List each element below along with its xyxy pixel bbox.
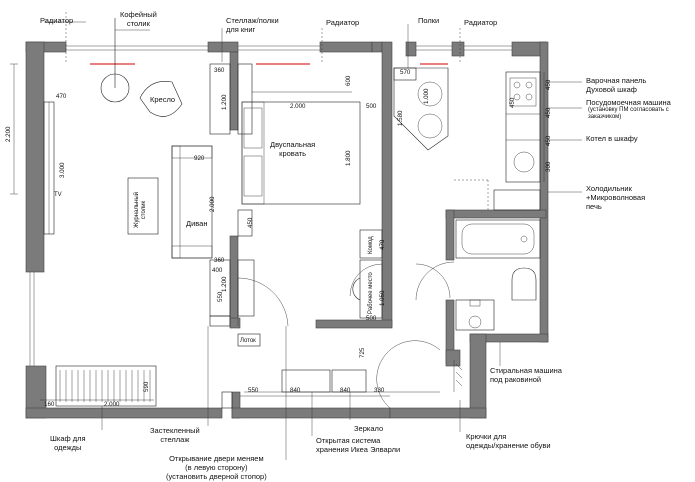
living-room bbox=[43, 18, 289, 409]
label-dishwasher: Посудомоечная машина bbox=[586, 98, 671, 107]
dim-450k1: 450 bbox=[545, 79, 552, 90]
dim-500b: 500 bbox=[366, 315, 377, 322]
leader-lines bbox=[44, 21, 582, 460]
dim-450k2: 450 bbox=[545, 107, 552, 118]
dim-2000a: 2.000 bbox=[209, 196, 216, 212]
label-dishwasher-note: (установку ПМ согласовать с заказчиком) bbox=[588, 107, 669, 120]
label-wardrobe: Шкаф для одежды bbox=[50, 434, 86, 452]
dim-1800: 1.800 bbox=[345, 150, 352, 166]
dim-570: 570 bbox=[400, 69, 411, 76]
dim-300: 300 bbox=[545, 161, 552, 172]
label-open-storage: Открытая система хранения Икеа Элварли bbox=[316, 436, 401, 454]
dim-400: 400 bbox=[212, 267, 223, 274]
windows bbox=[29, 45, 512, 366]
dim-3000: 3.000 bbox=[59, 162, 66, 178]
label-shelves-books: Стеллаж/полки для книг bbox=[226, 16, 279, 34]
dim-160: 160 bbox=[44, 401, 55, 408]
dim-450k4: 450 bbox=[509, 97, 516, 108]
dim-550b: 550 bbox=[248, 387, 259, 394]
dresser-label: Комод bbox=[368, 236, 374, 254]
kitchen bbox=[393, 67, 541, 299]
armchair-label: Кресло bbox=[150, 95, 175, 104]
label-mirror: Зеркало bbox=[354, 424, 384, 433]
dim-500a: 500 bbox=[366, 103, 377, 110]
dim-1580: 1.580 bbox=[397, 110, 404, 126]
dim-470a: 470 bbox=[56, 93, 67, 100]
dim-360a: 360 bbox=[214, 67, 225, 74]
dim-2200: 2.200 bbox=[5, 126, 12, 142]
label-cooktop: Варочная панель Духовой шкаф bbox=[586, 76, 647, 94]
dim-1200b: 1.200 bbox=[221, 276, 228, 292]
bathroom bbox=[415, 219, 541, 331]
dimension-lines bbox=[10, 63, 545, 401]
workplace-label: Рабочее место bbox=[368, 272, 374, 314]
label-coffee-table: Кофейный столик bbox=[120, 10, 157, 28]
label-radiator-3: Радиатор bbox=[464, 18, 498, 27]
room-labels: Кресло Диван TV Лоток Рабочее место Комо… bbox=[54, 95, 374, 344]
lotok-label: Лоток bbox=[240, 338, 256, 344]
dim-1000: 1.000 bbox=[423, 88, 430, 104]
dim-330: 330 bbox=[374, 387, 385, 394]
sofa-label: Диван bbox=[186, 219, 207, 228]
dim-725: 725 bbox=[359, 347, 366, 358]
dim-1200a: 1.200 bbox=[221, 94, 228, 110]
dim-590: 590 bbox=[143, 381, 150, 392]
label-radiator-1: Радиатор bbox=[40, 16, 74, 25]
dim-1050: 1.050 bbox=[379, 290, 386, 306]
bedroom bbox=[237, 63, 383, 319]
dim-2000b: 2.000 bbox=[290, 103, 306, 110]
label-hooks: Крючки для одежды/хранение обуви bbox=[466, 432, 551, 450]
dim-450: 450 bbox=[247, 217, 254, 228]
label-boiler: Котел в шкафу bbox=[586, 134, 638, 143]
hallway bbox=[244, 340, 463, 409]
label-radiator-2: Радиатор bbox=[326, 18, 360, 27]
label-shelves: Полки bbox=[418, 16, 440, 25]
label-door-note: Открывание двери меняем (в левую сторону… bbox=[166, 454, 267, 481]
dim-550a: 550 bbox=[217, 291, 224, 302]
walls bbox=[25, 41, 549, 419]
radiators bbox=[65, 12, 461, 65]
dim-360b: 360 bbox=[214, 257, 225, 264]
dim-470b: 470 bbox=[379, 239, 386, 250]
dim-840b: 840 bbox=[340, 387, 351, 394]
tv-label: TV bbox=[54, 192, 62, 198]
label-glazed-rack: Застекленный стеллаж bbox=[150, 426, 200, 444]
dim-840a: 840 bbox=[290, 387, 301, 394]
label-fridge: Холодильник +Микроволновая печь bbox=[586, 184, 646, 211]
label-double-bed: Двуспальная кровать bbox=[270, 140, 316, 158]
dim-600: 600 bbox=[345, 75, 352, 86]
dimension-values: 2.200 470 3.000 920 2.000 360 1.200 360 … bbox=[5, 67, 552, 408]
dim-450k3: 450 bbox=[545, 135, 552, 146]
dim-920: 920 bbox=[194, 155, 205, 162]
dim-2000c: 2.000 bbox=[104, 401, 120, 408]
label-coffee-table-mag: Журнальный столик bbox=[134, 192, 147, 228]
label-washer: Стиральная машина под раковиной bbox=[490, 366, 562, 384]
